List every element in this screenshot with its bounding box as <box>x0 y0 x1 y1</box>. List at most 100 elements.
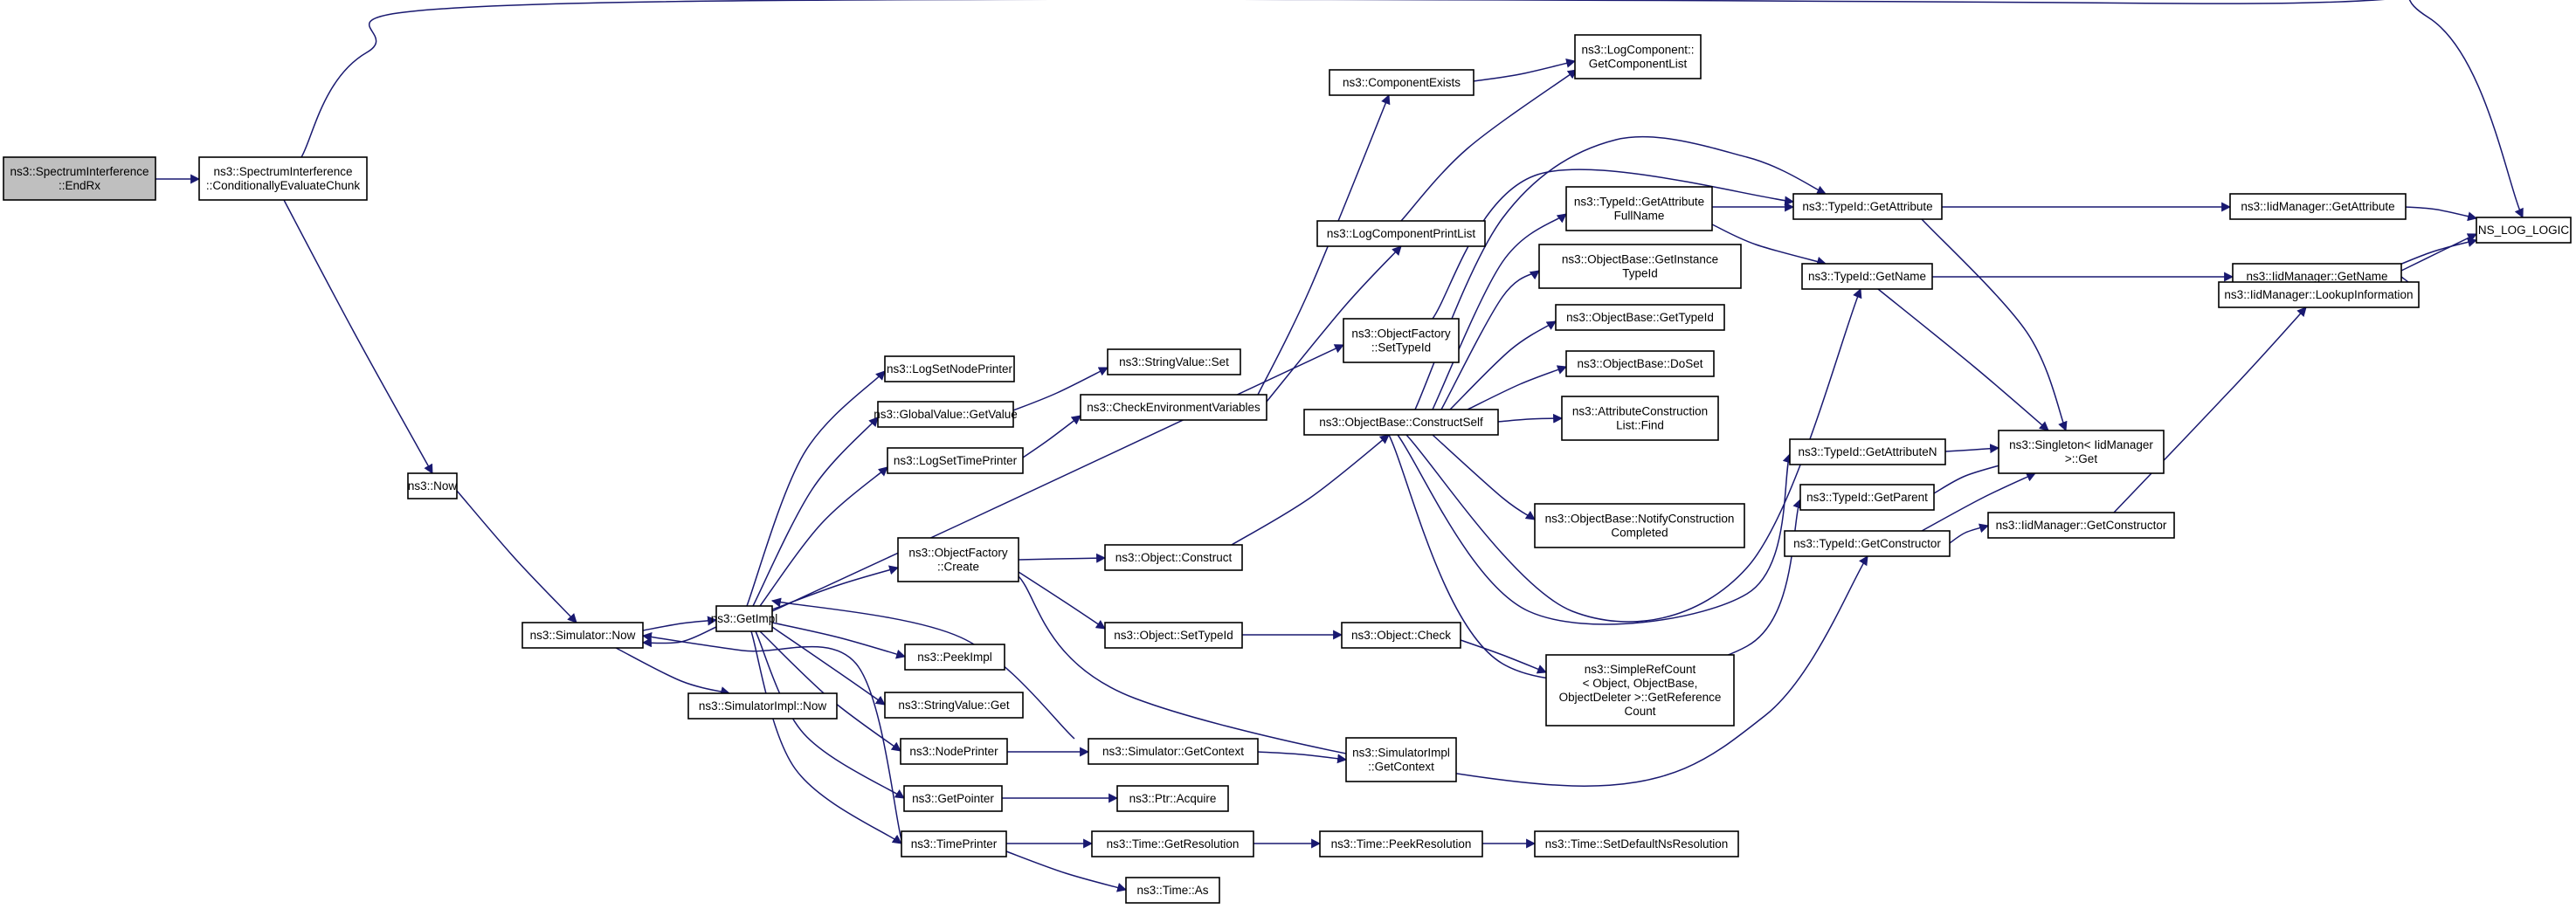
node-label: ns3::TypeId::GetName <box>1808 270 1926 283</box>
node-simimplctx[interactable]: ns3::SimulatorImpl::GetContext <box>1345 737 1457 782</box>
node-label: ns3::TypeId::GetAttributeN <box>1798 445 1937 458</box>
node-singleton[interactable]: ns3::Singleton< IidManager>::Get <box>1998 430 2165 474</box>
node-box <box>715 605 773 632</box>
edge-objfactcreate-to-objsettypeid <box>1018 571 1106 630</box>
node-label: ns3::TypeId::GetAttribute <box>1574 196 1704 209</box>
edge-getimpl-to-timeprinter <box>750 630 902 844</box>
node-objfactset[interactable]: ns3::ObjectFactory::SetTypeId <box>1343 318 1460 363</box>
node-nodeprinter[interactable]: ns3::NodePrinter <box>900 738 1008 765</box>
node-peekimpl[interactable]: ns3::PeekImpl <box>904 644 1005 671</box>
edge-getimpl-to-objfactset <box>771 344 1344 612</box>
node-label: ns3::Time::SetDefaultNsResolution <box>1545 837 1729 850</box>
node-getpointer[interactable]: ns3::GetPointer <box>903 785 1003 812</box>
edge-checkenv-to-logcompprint <box>1266 245 1402 403</box>
node-box <box>1534 830 1739 857</box>
node-objgettypeid[interactable]: ns3::ObjectBase::GetTypeId <box>1555 304 1725 331</box>
edge-condeval-to-now <box>283 199 433 474</box>
node-notifycons[interactable]: ns3::ObjectBase::NotifyConstructionCompl… <box>1534 503 1745 548</box>
node-strvalget[interactable]: ns3::StringValue::Get <box>884 692 1024 719</box>
node-box <box>903 785 1003 812</box>
node-label: ns3::ObjectBase::GetInstance <box>1562 253 1718 266</box>
node-objconstruct[interactable]: ns3::Object::Construct <box>1104 544 1243 571</box>
node-label: ::GetContext <box>1368 761 1434 774</box>
edge-compexists-to-logcompget <box>1473 58 1577 82</box>
node-globalget[interactable]: ns3::GlobalValue::GetValue <box>874 401 1018 428</box>
node-simgetctx[interactable]: ns3::Simulator::GetContext <box>1088 738 1259 765</box>
node-label: ns3::TypeId::GetParent <box>1806 491 1928 504</box>
node-label: ns3::Time::As <box>1136 884 1208 897</box>
edge-globalget-to-strvalset <box>1012 367 1108 411</box>
node-label: ns3::Object::Check <box>1351 629 1451 642</box>
node-box <box>2218 281 2420 308</box>
node-logsettime[interactable]: ns3::LogSetTimePrinter <box>887 447 1024 474</box>
node-objfactcreate[interactable]: ns3::ObjectFactory::Create <box>897 537 1019 582</box>
node-ptracquire[interactable]: ns3::Ptr::Acquire <box>1116 785 1229 812</box>
node-timepeekres[interactable]: ns3::Time::PeekResolution <box>1319 830 1483 857</box>
node-label: NS_LOG_LOGIC <box>2478 224 2570 237</box>
node-box <box>1799 484 1935 511</box>
node-endrx[interactable]: ns3::SpectrumInterference::EndRx <box>3 156 156 201</box>
node-logcompprint[interactable]: ns3::LogComponentPrintList <box>1316 220 1486 247</box>
node-label: ns3::ComponentExists <box>1343 76 1461 89</box>
node-iidgetattr[interactable]: ns3::IidManager::GetAttribute <box>2229 193 2407 220</box>
node-box <box>1303 409 1499 436</box>
edge-constructself-to-tidgetattrn <box>1397 434 1792 625</box>
node-doset[interactable]: ns3::ObjectBase::DoSet <box>1565 350 1715 377</box>
node-label: ns3::IidManager::GetAttribute <box>2241 200 2394 213</box>
node-checkenv[interactable]: ns3::CheckEnvironmentVariables <box>1080 394 1267 421</box>
node-label: TypeId <box>1622 267 1658 280</box>
node-simimplnow[interactable]: ns3::SimulatorImpl::Now <box>687 692 838 720</box>
node-now[interactable]: ns3::Now <box>407 472 458 499</box>
node-box <box>1104 622 1243 649</box>
node-label: ns3::IidManager::LookupInformation <box>2224 288 2413 301</box>
node-tidgetattr[interactable]: ns3::TypeId::GetAttribute <box>1792 193 1943 220</box>
node-box <box>198 156 368 201</box>
edge-iidgetname-to-nslog <box>2400 233 2477 272</box>
node-box <box>1534 503 1745 548</box>
node-simnow[interactable]: ns3::Simulator::Now <box>521 622 644 649</box>
node-constructself[interactable]: ns3::ObjectBase::ConstructSelf <box>1303 409 1499 436</box>
node-label: ns3::StringValue::Get <box>898 699 1010 712</box>
node-label: ::ConditionallyEvaluateChunk <box>206 179 361 192</box>
node-iidlookup[interactable]: ns3::IidManager::LookupInformation <box>2218 281 2420 308</box>
node-box <box>1343 318 1460 363</box>
edge-getimpl-to-globalget <box>752 417 879 607</box>
node-box <box>1345 737 1457 782</box>
node-box <box>884 355 1015 382</box>
edge-timeprinter-to-simnow <box>641 632 902 841</box>
node-simplerefcount[interactable]: ns3::SimpleRefCount< Object, ObjectBase,… <box>1545 654 1735 727</box>
node-logsetnode[interactable]: ns3::LogSetNodePrinter <box>884 355 1015 382</box>
node-label: ns3::Singleton< IidManager <box>2009 438 2153 451</box>
node-box <box>1545 654 1735 727</box>
node-strvalset[interactable]: ns3::StringValue::Set <box>1107 348 1241 375</box>
node-nslog[interactable]: NS_LOG_LOGIC <box>2476 217 2572 244</box>
node-condeval[interactable]: ns3::SpectrumInterference::Conditionally… <box>198 156 368 201</box>
node-timegetres[interactable]: ns3::Time::GetResolution <box>1091 830 1254 857</box>
node-tidgetname[interactable]: ns3::TypeId::GetName <box>1801 263 1933 290</box>
node-box <box>1998 430 2165 474</box>
edge-simnow-to-simimplnow <box>615 647 731 696</box>
edge-tidgetcons-to-iidgetcons <box>1949 523 1990 544</box>
node-tidgetparent[interactable]: ns3::TypeId::GetParent <box>1799 484 1935 511</box>
node-setdefaultres[interactable]: ns3::Time::SetDefaultNsResolution <box>1534 830 1739 857</box>
node-compexists[interactable]: ns3::ComponentExists <box>1329 69 1474 96</box>
node-label: ns3::ObjectBase::DoSet <box>1577 357 1702 370</box>
node-timeprinter[interactable]: ns3::TimePrinter <box>901 830 1007 857</box>
node-logcompget[interactable]: ns3::LogComponent::GetComponentList <box>1574 34 1702 79</box>
node-objsettypeid[interactable]: ns3::Object::SetTypeId <box>1104 622 1243 649</box>
nodes-layer: ns3::SpectrumInterference::EndRx ns3::Spe… <box>3 34 2572 904</box>
node-label: ns3::LogComponentPrintList <box>1327 227 1476 240</box>
node-timeas[interactable]: ns3::Time::As <box>1125 877 1220 904</box>
node-label: ns3::IidManager::GetConstructor <box>1996 519 2167 532</box>
node-getimpl[interactable]: ns3::GetImpl <box>711 605 778 632</box>
node-tidgetcons[interactable]: ns3::TypeId::GetConstructor <box>1784 530 1951 557</box>
node-label: ns3::GetImpl <box>711 612 778 625</box>
node-iidgetcons[interactable]: ns3::IidManager::GetConstructor <box>1987 512 2175 539</box>
edge-now-to-simnow <box>456 490 577 623</box>
node-box <box>1088 738 1259 765</box>
node-objcheck[interactable]: ns3::Object::Check <box>1341 622 1461 649</box>
node-tidgetattrn[interactable]: ns3::TypeId::GetAttributeN <box>1789 438 1946 465</box>
